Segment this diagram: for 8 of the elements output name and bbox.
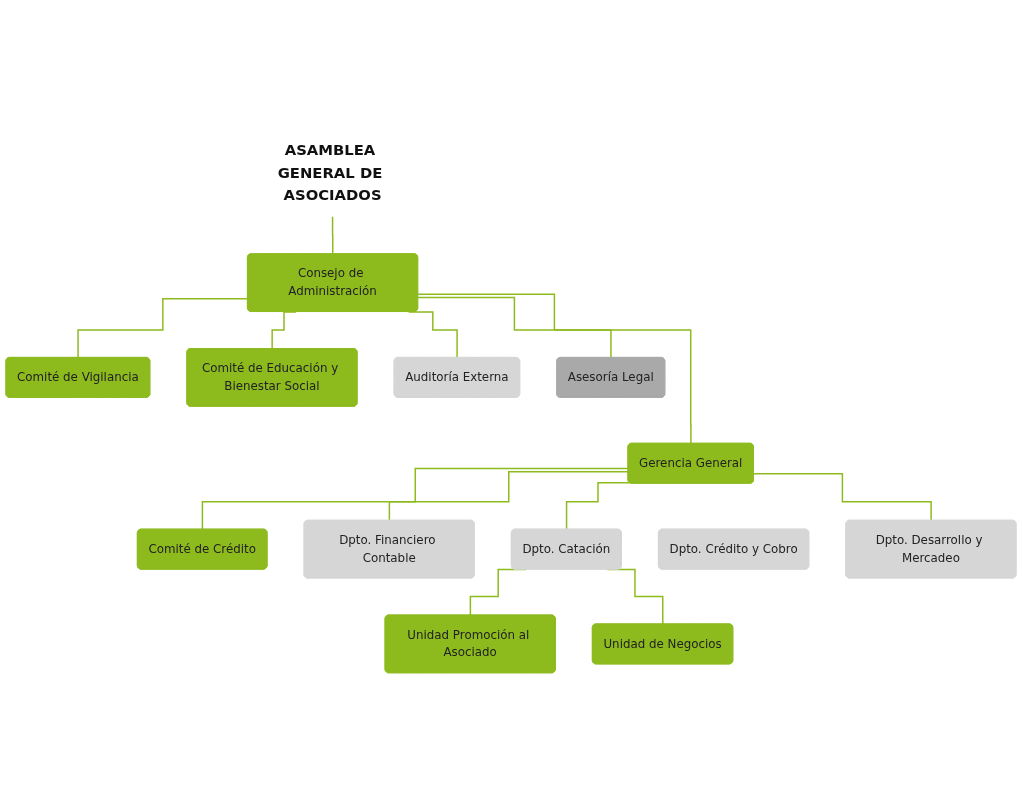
connector — [331, 216, 334, 255]
connector — [77, 298, 249, 359]
connector — [565, 482, 631, 531]
connector — [753, 473, 933, 522]
node-text: ASAMBLEA GENERAL DE ASOCIADOS — [277, 141, 383, 204]
connector — [201, 468, 630, 531]
connector — [417, 296, 612, 359]
connector — [417, 293, 692, 445]
